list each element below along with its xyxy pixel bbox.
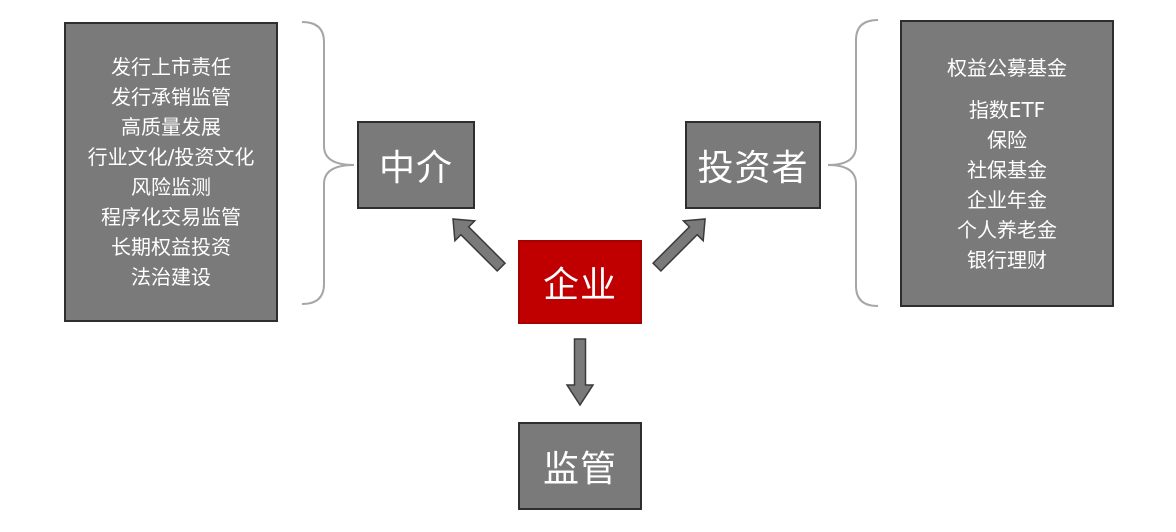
list-item: 高质量发展 — [121, 115, 221, 139]
list-item: 指数ETF — [968, 97, 1046, 122]
left-bracket — [301, 21, 355, 305]
list-item: 程序化交易监管 — [101, 205, 241, 229]
enterprise-node: 企业 — [518, 240, 642, 324]
investor-label: 投资者 — [697, 148, 809, 189]
regulation-node: 监管 — [518, 422, 642, 510]
right-bracket — [827, 19, 879, 307]
intermediary-label: 中介 — [378, 148, 453, 189]
list-item: 行业文化/投资文化 — [87, 145, 255, 169]
list-item: 企业年金 — [967, 187, 1047, 212]
list-item: 社保基金 — [967, 157, 1047, 182]
list-item: 保险 — [987, 127, 1027, 152]
intermediary-node: 中介 — [357, 121, 475, 209]
list-item: 风险监测 — [131, 175, 211, 199]
intermediary-responsibility-list: 发行上市责任 发行承销监管 高质量发展 行业文化/投资文化 风险监测 程序化交易… — [64, 22, 278, 322]
investor-type-list: 权益公募基金 指数ETF 保险 社保基金 企业年金 个人养老金 银行理财 — [900, 20, 1114, 307]
list-item: 发行上市责任 — [111, 55, 231, 79]
arrow-to-intermediary-icon — [452, 218, 507, 273]
list-item: 银行理财 — [967, 247, 1047, 272]
arrow-to-investor-icon — [652, 218, 706, 273]
list-item: 长期权益投资 — [111, 235, 231, 259]
regulation-label: 监管 — [542, 449, 617, 490]
list-item: 权益公募基金 — [947, 55, 1067, 80]
arrow-to-regulation-icon — [565, 338, 595, 407]
investor-node: 投资者 — [685, 121, 821, 209]
enterprise-label: 企业 — [542, 265, 617, 306]
list-item: 个人养老金 — [957, 217, 1057, 242]
list-item: 发行承销监管 — [111, 85, 231, 109]
list-item: 法治建设 — [131, 265, 211, 289]
